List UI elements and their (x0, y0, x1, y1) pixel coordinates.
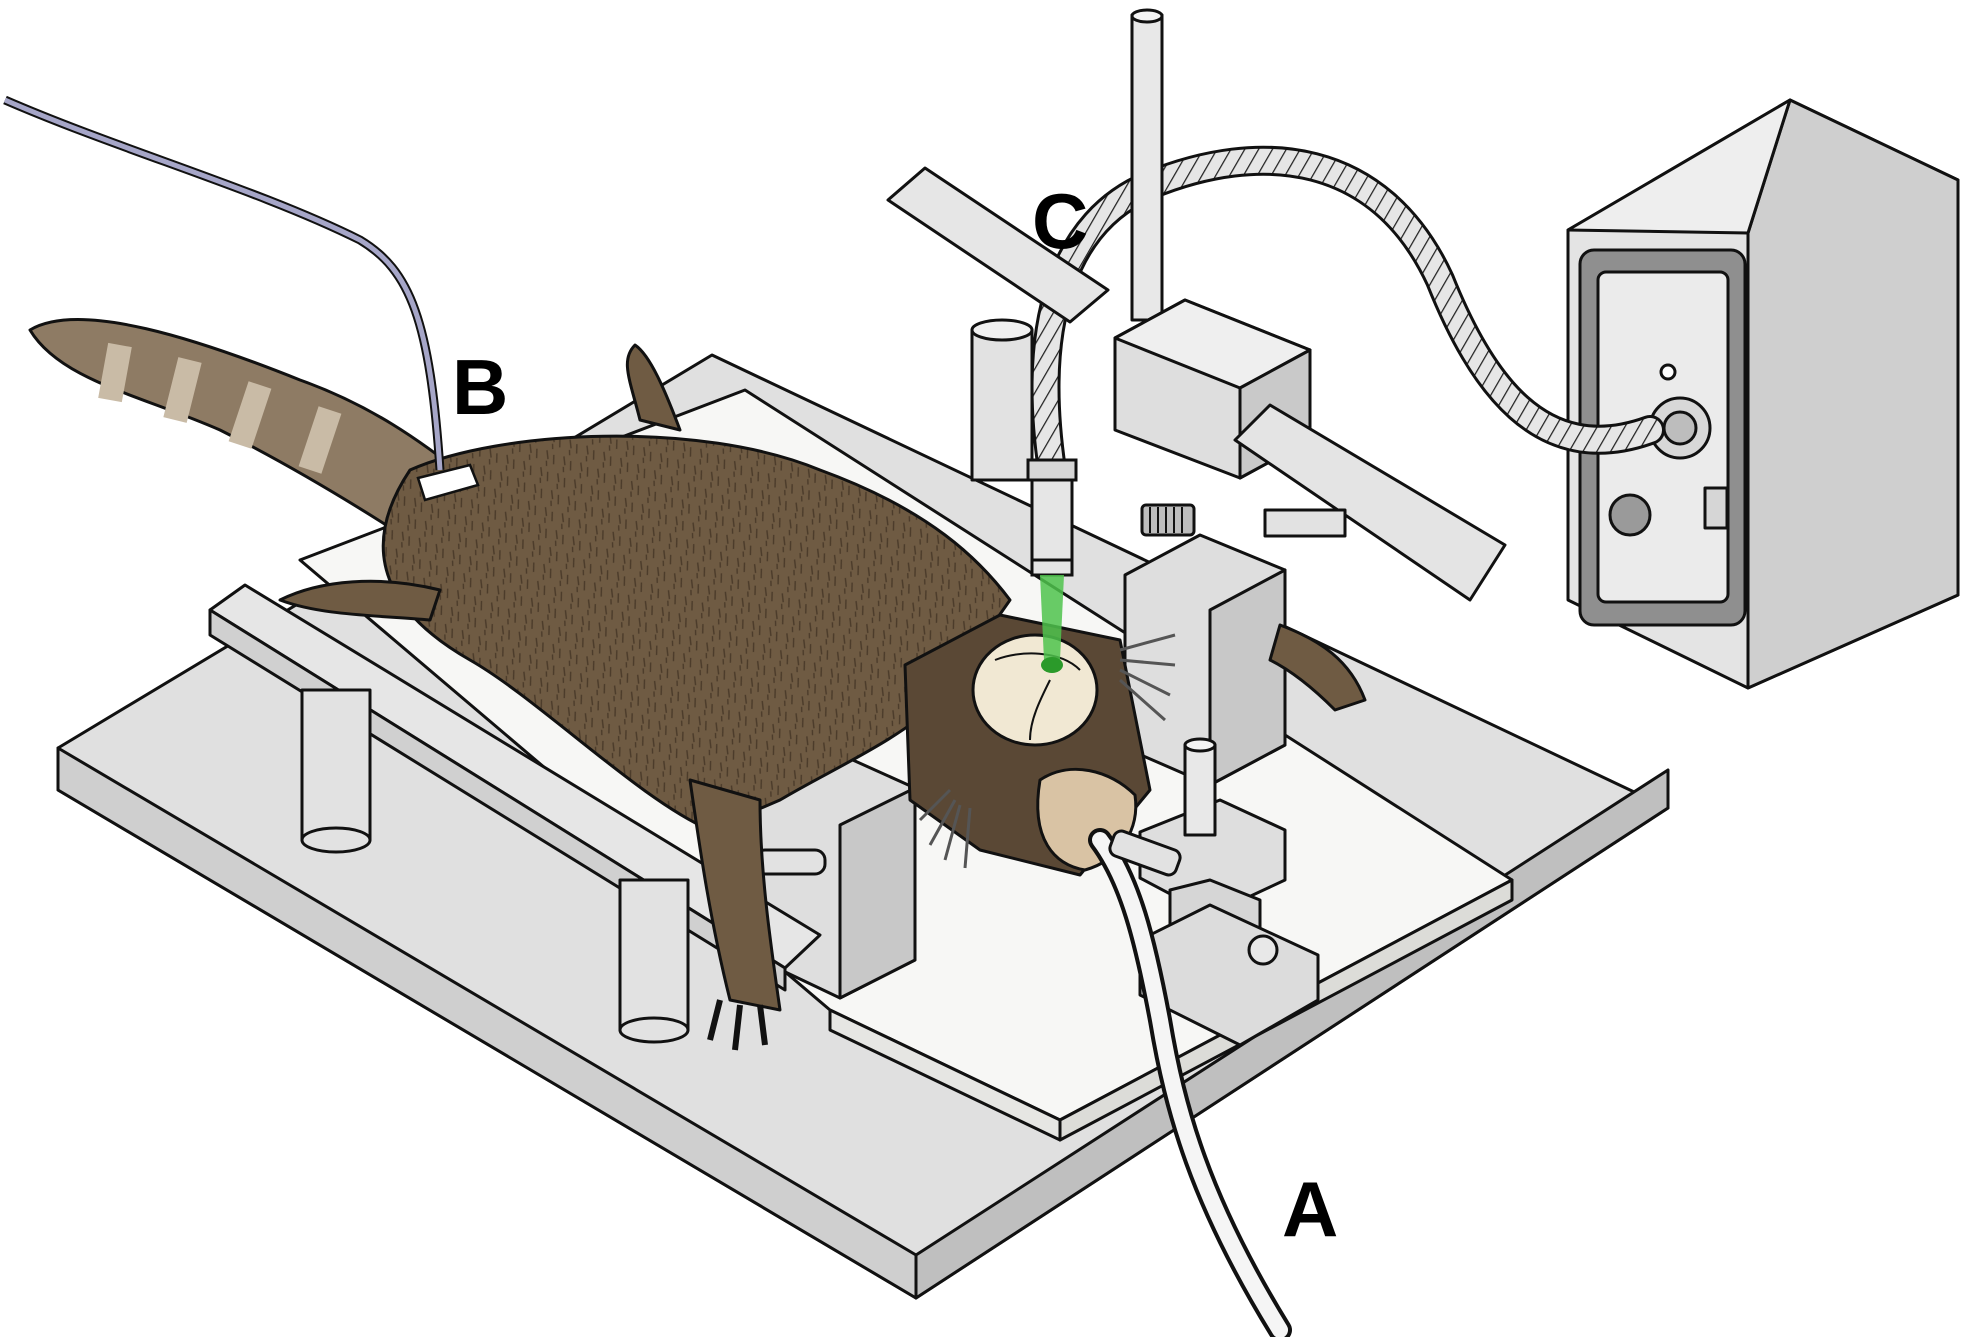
vertical-post (1130, 13, 1164, 322)
right-arm (1268, 623, 1367, 712)
ear-bar-right (1233, 403, 1507, 602)
front-arm (688, 778, 782, 1012)
body (381, 434, 1012, 832)
light-source-box-icon (1566, 98, 1960, 690)
indicator-light (1659, 363, 1677, 381)
iv-catheter-line-icon (3, 95, 480, 502)
frame-cylinder (970, 328, 1034, 482)
rail-support (618, 878, 690, 1032)
catheter-tape (416, 463, 480, 502)
rail-support (300, 688, 372, 842)
light-guide-probe-icon (1026, 458, 1078, 673)
ear-tuft (918, 788, 972, 869)
ventilation-tube-icon (1088, 828, 1292, 1337)
tube-connector (1108, 829, 1182, 877)
mouth-clamp (1138, 798, 1287, 917)
label-c: C (1032, 177, 1089, 265)
dial-knob (1608, 493, 1652, 537)
laser-beam (1040, 575, 1064, 660)
exposed-skull (971, 633, 1099, 747)
switch (1703, 486, 1729, 530)
marmoset-animal (28, 318, 1367, 1051)
hind-leg-lower (278, 579, 442, 622)
ear-bar-left (886, 166, 1110, 324)
label-b: B (452, 343, 509, 431)
label-a: A (1282, 1165, 1339, 1253)
laser-spot (1041, 657, 1063, 673)
hind-leg-upper (625, 343, 682, 432)
ear-tuft (1119, 633, 1176, 722)
